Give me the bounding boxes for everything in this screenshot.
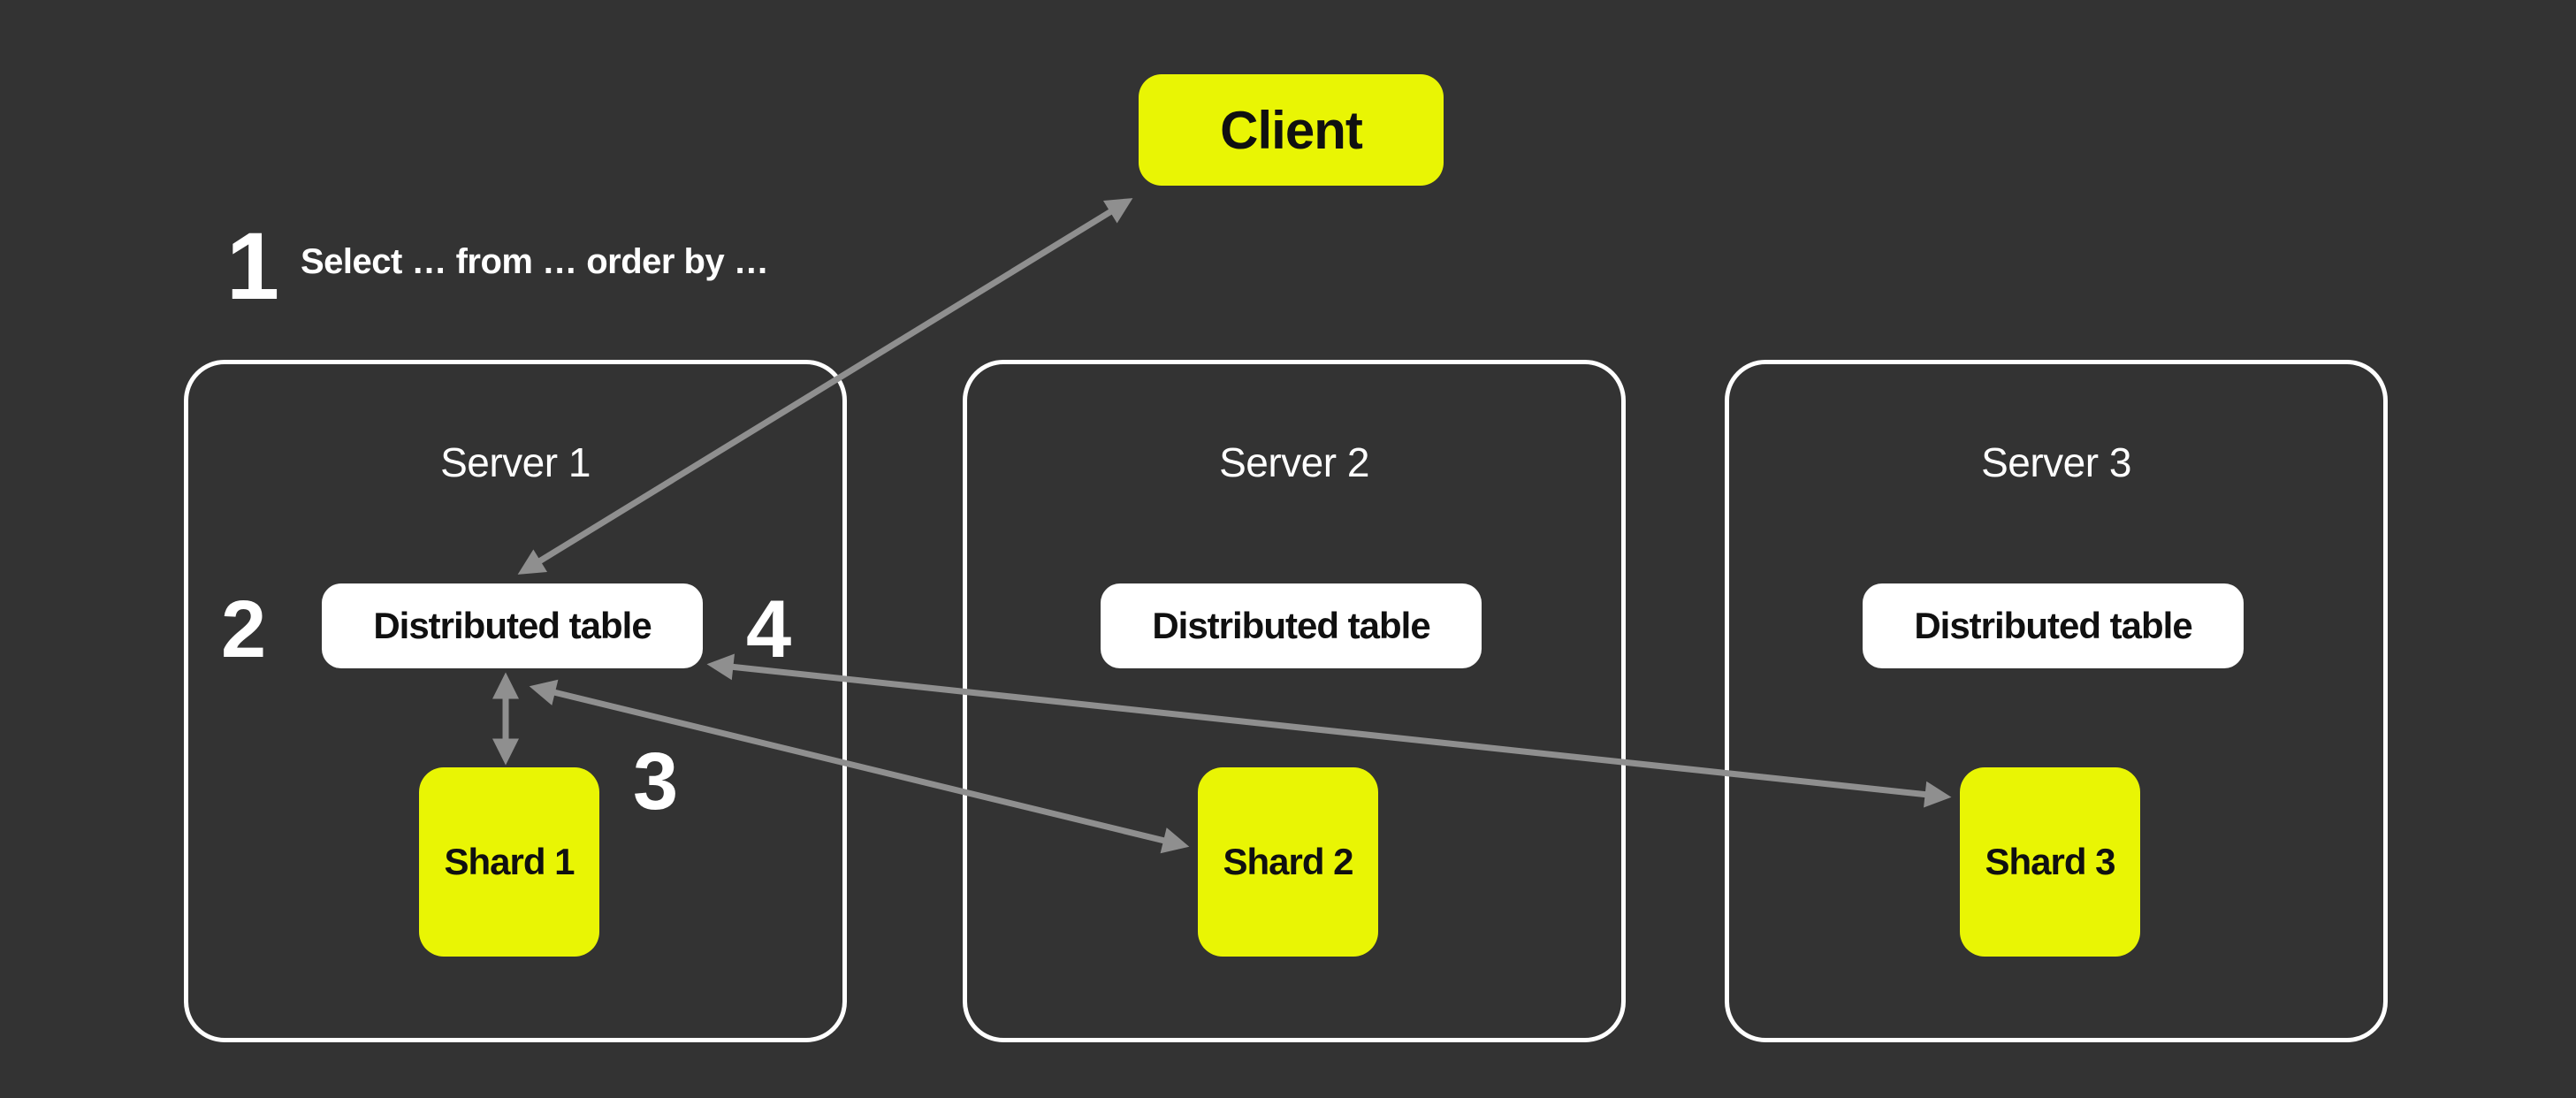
server-1-shard-node: Shard 1 <box>419 767 599 957</box>
server-2-shard-label: Shard 2 <box>1223 841 1353 882</box>
client-node: Client <box>1139 74 1444 186</box>
step-4-number: 4 <box>746 584 792 675</box>
server-1-distributed-table-node: Distributed table <box>322 583 703 668</box>
server-3-container: Server 3 Distributed table Shard 3 <box>1725 360 2388 1042</box>
server-2-title: Server 2 <box>1219 439 1369 485</box>
step-1-query-text: Select … from … order by … <box>301 242 769 281</box>
server-3-distributed-table-node: Distributed table <box>1863 583 2244 668</box>
server-2-shard-node: Shard 2 <box>1198 767 1378 957</box>
server-3-distributed-table-label: Distributed table <box>1914 605 2192 646</box>
step-2-number: 2 <box>221 584 267 675</box>
step-3-number: 3 <box>633 736 679 827</box>
server-1-distributed-table-label: Distributed table <box>373 605 652 646</box>
server-3-shard-node: Shard 3 <box>1960 767 2140 957</box>
step-1-number: 1 <box>226 212 280 319</box>
server-3-shard-label: Shard 3 <box>1985 841 2115 882</box>
server-2-distributed-table-node: Distributed table <box>1101 583 1482 668</box>
server-1-shard-label: Shard 1 <box>444 841 575 882</box>
client-label: Client <box>1220 100 1363 160</box>
server-1-container: Server 1 Distributed table Shard 1 <box>184 360 847 1042</box>
server-3-title: Server 3 <box>1981 439 2131 485</box>
server-2-distributed-table-label: Distributed table <box>1152 605 1430 646</box>
server-1-title: Server 1 <box>440 439 591 485</box>
server-2-container: Server 2 Distributed table Shard 2 <box>963 360 1626 1042</box>
